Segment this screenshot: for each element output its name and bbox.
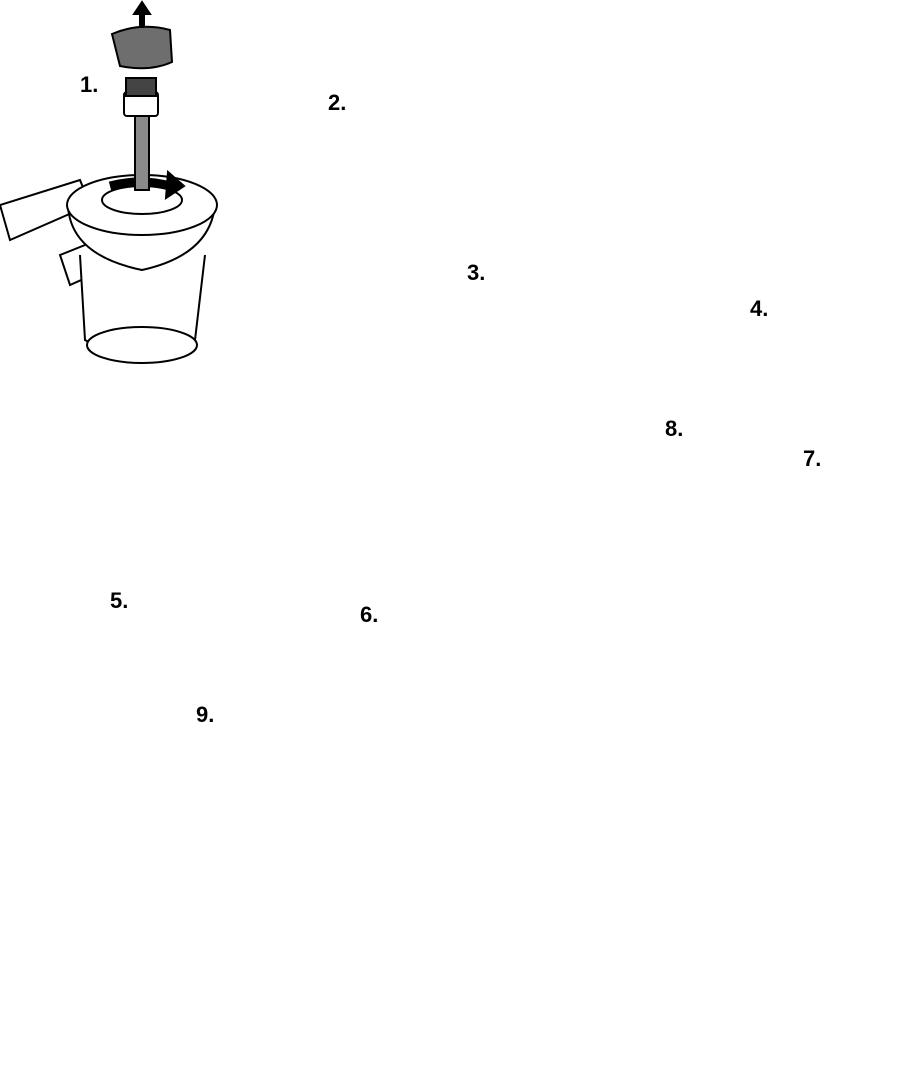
- panel-1-remove-cap: [0, 0, 218, 364]
- step-7-label: 7.: [803, 446, 822, 471]
- step-4-label: 4.: [750, 296, 769, 321]
- step-2-label: 2.: [328, 90, 347, 115]
- step-8-label: 8.: [665, 416, 684, 441]
- step-1-label: 1.: [80, 72, 99, 97]
- step-5-label: 5.: [110, 588, 129, 613]
- step-6-label: 6.: [360, 602, 379, 627]
- step-9-label: 9.: [196, 702, 215, 727]
- step-3-label: 3.: [467, 260, 486, 285]
